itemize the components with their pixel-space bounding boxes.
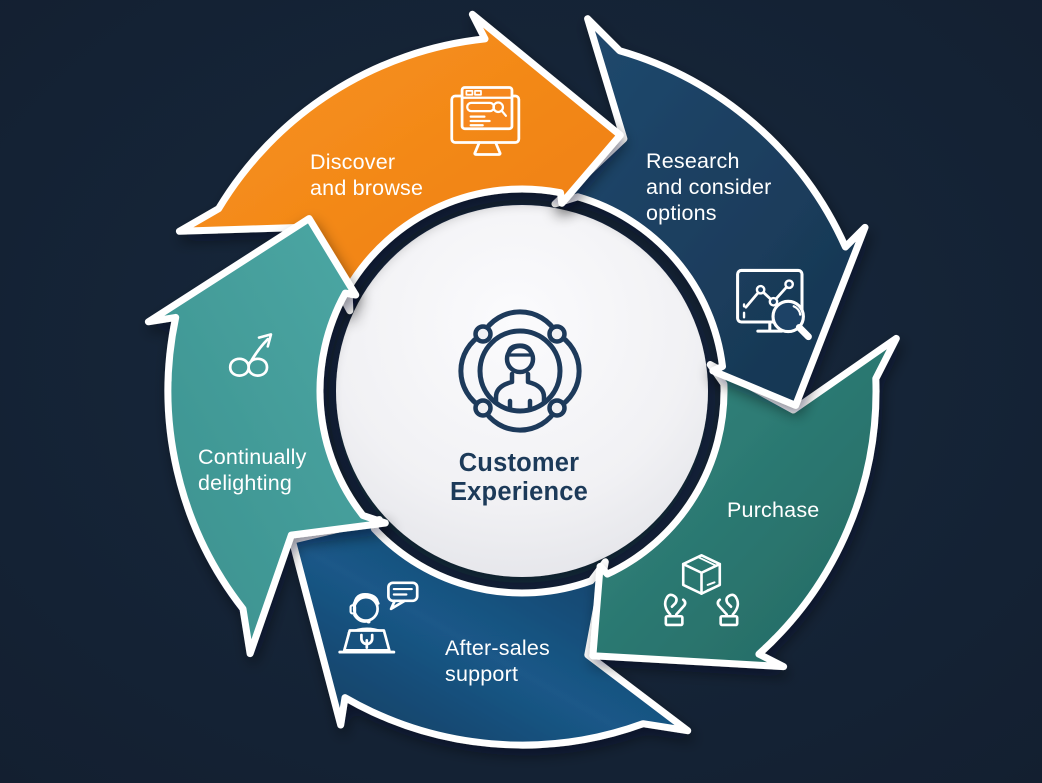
- infinity-growth-arrow-icon: [228, 333, 273, 377]
- customer-profile-network-icon: [458, 309, 582, 433]
- hands-holding-package-icon: [663, 554, 740, 627]
- segment-purchase-arrow: [589, 334, 900, 671]
- research-label-line2: and consider: [646, 175, 772, 199]
- research-label-line3: options: [646, 201, 717, 225]
- purchase-label: Purchase: [727, 498, 819, 522]
- center-title-line1: Customer: [459, 449, 580, 477]
- discover-label-line1: Discover: [310, 150, 395, 174]
- center-disc: [336, 205, 708, 577]
- analytics-magnifier-icon: [736, 268, 812, 341]
- segment-delighting-arrow: [144, 215, 389, 658]
- delighting-label-line1: Continually: [198, 445, 307, 469]
- segment-labels: Discover and browse Research and conside…: [198, 149, 819, 686]
- support-agent-laptop-icon: [338, 581, 419, 654]
- after-sales-label-line1: After-sales: [445, 636, 550, 660]
- delighting-label-line2: delighting: [198, 471, 292, 495]
- center-title-line2: Experience: [450, 478, 588, 506]
- research-label-line1: Research: [646, 149, 740, 173]
- after-sales-label-line2: support: [445, 662, 518, 686]
- discover-label-line2: and browse: [310, 176, 423, 200]
- browser-search-monitor-icon: [450, 86, 521, 156]
